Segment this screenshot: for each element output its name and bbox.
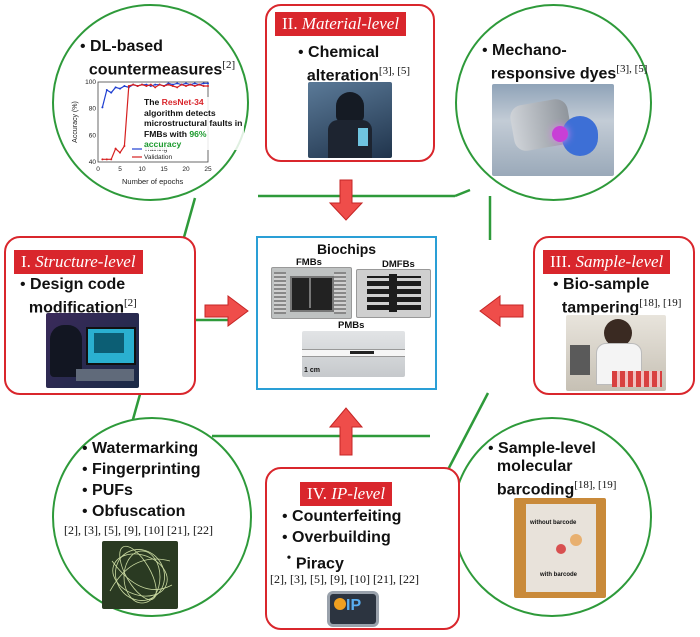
arrow-down [328,179,364,221]
fmb-chip-photo [271,267,352,319]
resnet-caption: The ResNet-34 algorithm detects microstr… [144,97,244,150]
data-point-training [207,82,209,85]
x-tick-label: 5 [118,166,122,173]
scale-label: 1 cm [304,367,320,374]
data-point-training [193,82,196,85]
dl-bullet: • DL-based countermeasures[2] [80,38,236,79]
ip-level-refs: [2], [3], [5], [9], [10] [21], [22] [270,572,419,586]
dyes-bullet: • Mechano- responsive dyes[3], [5] [482,42,648,83]
y-tick-label: 100 [85,79,96,86]
material-level-title: II. Material-level [275,12,407,36]
without-barcode-label: without barcode [530,520,577,526]
data-point-training [176,82,179,85]
pmb-chip-photo [302,331,405,377]
fmb-label: FMBs [296,257,322,268]
hacker-lab-image [308,82,392,158]
with-barcode-label: with barcode [540,572,578,578]
chart-xlabel: Number of epochs [122,177,184,186]
y-tick-label: 40 [89,159,97,166]
x-tick-label: 20 [182,166,190,173]
data-point-validation [136,85,139,87]
data-point-validation [114,147,117,150]
barcode-chip-photo: without barcode with barcode [514,498,606,598]
data-point-validation [127,85,130,87]
legend-training: Training [144,146,168,153]
data-point-training [105,89,108,91]
data-point-validation [101,158,104,161]
x-tick-label: 0 [96,166,100,173]
data-point-validation [207,85,209,87]
data-point-validation [154,86,157,89]
data-point-validation [145,85,148,87]
data-point-validation [123,145,126,147]
data-point-training [114,86,117,89]
chart-ylabel: Accuracy (%) [72,101,79,143]
data-point-training [123,85,126,87]
lab-tampering-image [566,315,666,391]
data-point-training [101,106,104,109]
data-point-validation [149,83,152,86]
data-point-validation [180,83,183,86]
data-point-training [202,82,205,85]
ip-circle-bullets: • Watermarking • Fingerprinting • PUFs •… [82,440,201,520]
y-tick-label: 80 [89,106,97,113]
pmb-label: PMBs [338,320,365,331]
dmfb-label: DMFBs [382,259,415,270]
ip-level-title: IV. IP-level [300,482,393,506]
ip-level-bullets: • Counterfeiting • Overbuilding • Piracy [282,508,402,573]
ip-circle-refs: [2], [3], [5], [9], [10] [21], [22] [64,523,213,537]
data-point-validation [163,85,165,87]
x-tick-label: 10 [138,166,146,173]
data-point-training [110,91,113,94]
data-point-validation [193,85,196,87]
data-point-validation [189,83,192,86]
data-point-training [119,87,121,90]
data-point-validation [185,85,187,87]
data-point-validation [167,83,170,86]
puf-image [102,541,178,609]
data-point-training [185,82,187,85]
data-point-training [154,83,157,86]
sample-level-title: III. Sample-level [543,250,671,274]
x-tick-label: 15 [160,166,168,173]
hacker-computer-image [46,313,139,388]
data-point-validation [176,86,179,89]
biochips-title: Biochips [316,241,377,257]
biochips-panel: Biochips FMBs DMFBs PMBs 1 cm [256,236,437,390]
arrow-left [479,295,524,327]
sample-bullet: • Bio-sample tampering[18], [19] [553,276,682,317]
arrow-right [204,295,249,327]
structure-level-title: I. Structure-level [14,250,143,274]
data-point-validation [198,83,201,86]
mechano-dye-photo [492,84,614,176]
data-point-validation [202,85,205,87]
data-point-validation [110,158,113,161]
dmfb-chip-photo [356,269,431,318]
ip-chip-image: IP [316,588,388,628]
ip-chip-text: IP [346,597,362,614]
data-point-validation [119,151,121,154]
data-point-validation [105,158,108,161]
data-point-validation [171,85,174,87]
structure-bullet: • Design code modification[2] [20,276,137,317]
data-point-validation [141,83,143,86]
legend-validation: Validation [144,154,172,161]
y-tick-label: 60 [89,132,97,139]
arrow-up [328,407,364,456]
barcode-bullet: • Sample-level molecular barcoding[18], … [488,440,617,499]
data-point-validation [132,83,135,86]
data-point-validation [158,83,161,86]
material-bullet: • Chemical alteration[3], [5] [298,44,411,85]
x-tick-label: 25 [204,166,212,173]
